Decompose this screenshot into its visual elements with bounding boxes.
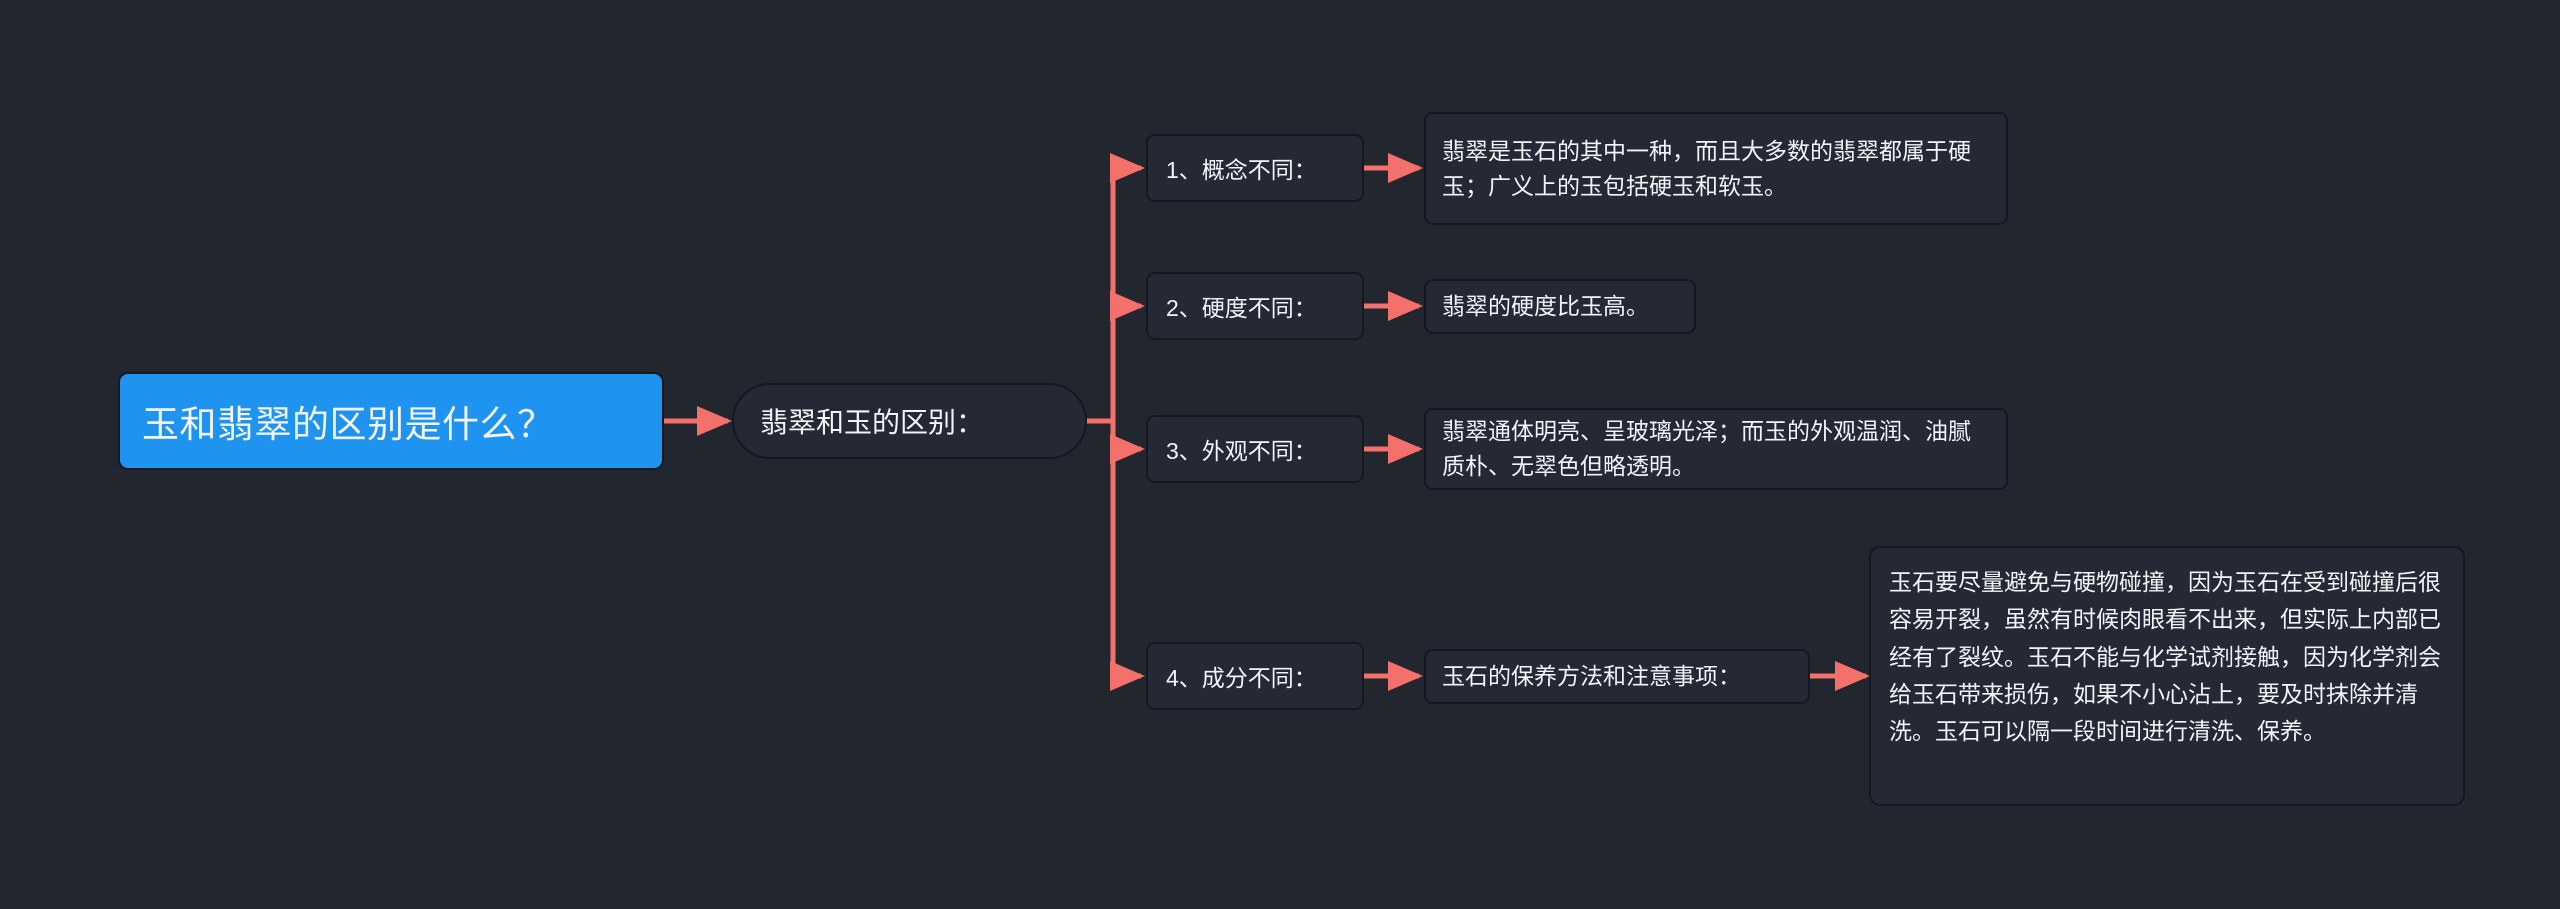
detail-node-2-text: 翡翠的硬度比玉高。	[1442, 293, 1649, 320]
detail-node-4-expanded-text: 玉石要尽量避免与硬物碰撞，因为玉石在受到碰撞后很容易开裂，虽然有时候肉眼看不出来…	[1889, 569, 2441, 744]
detail-node-3[interactable]: 翡翠通体明亮、呈玻璃光泽；而玉的外观温润、油腻质朴、无翠色但略透明。	[1424, 408, 2008, 490]
level2-node[interactable]: 翡翠和玉的区别：	[732, 383, 1087, 459]
detail-node-4[interactable]: 玉石的保养方法和注意事项：	[1424, 649, 1810, 704]
detail-node-4-expanded[interactable]: 玉石要尽量避免与硬物碰撞，因为玉石在受到碰撞后很容易开裂，虽然有时候肉眼看不出来…	[1869, 546, 2465, 806]
branch-node-3-label: 3、外观不同：	[1166, 438, 1317, 464]
branch-node-4-label: 4、成分不同：	[1166, 665, 1317, 691]
root-node-label: 玉和翡翠的区别是什么？	[142, 404, 555, 445]
branch-node-1-label: 1、概念不同：	[1166, 157, 1317, 183]
detail-node-1-text: 翡翠是玉石的其中一种，而且大多数的翡翠都属于硬玉；广义上的玉包括硬玉和软玉。	[1442, 137, 1971, 199]
branch-node-3[interactable]: 3、外观不同：	[1146, 415, 1364, 483]
detail-node-1[interactable]: 翡翠是玉石的其中一种，而且大多数的翡翠都属于硬玉；广义上的玉包括硬玉和软玉。	[1424, 112, 2008, 225]
branch-node-4[interactable]: 4、成分不同：	[1146, 642, 1364, 710]
detail-node-2[interactable]: 翡翠的硬度比玉高。	[1424, 279, 1696, 334]
branch-node-2[interactable]: 2、硬度不同：	[1146, 272, 1364, 340]
root-node[interactable]: 玉和翡翠的区别是什么？	[118, 372, 664, 470]
branch-node-1[interactable]: 1、概念不同：	[1146, 134, 1364, 202]
branch-node-2-label: 2、硬度不同：	[1166, 295, 1317, 321]
detail-node-3-text: 翡翠通体明亮、呈玻璃光泽；而玉的外观温润、油腻质朴、无翠色但略透明。	[1442, 418, 1971, 479]
level2-node-label: 翡翠和玉的区别：	[760, 407, 985, 438]
detail-node-4-text: 玉石的保养方法和注意事项：	[1442, 663, 1741, 690]
